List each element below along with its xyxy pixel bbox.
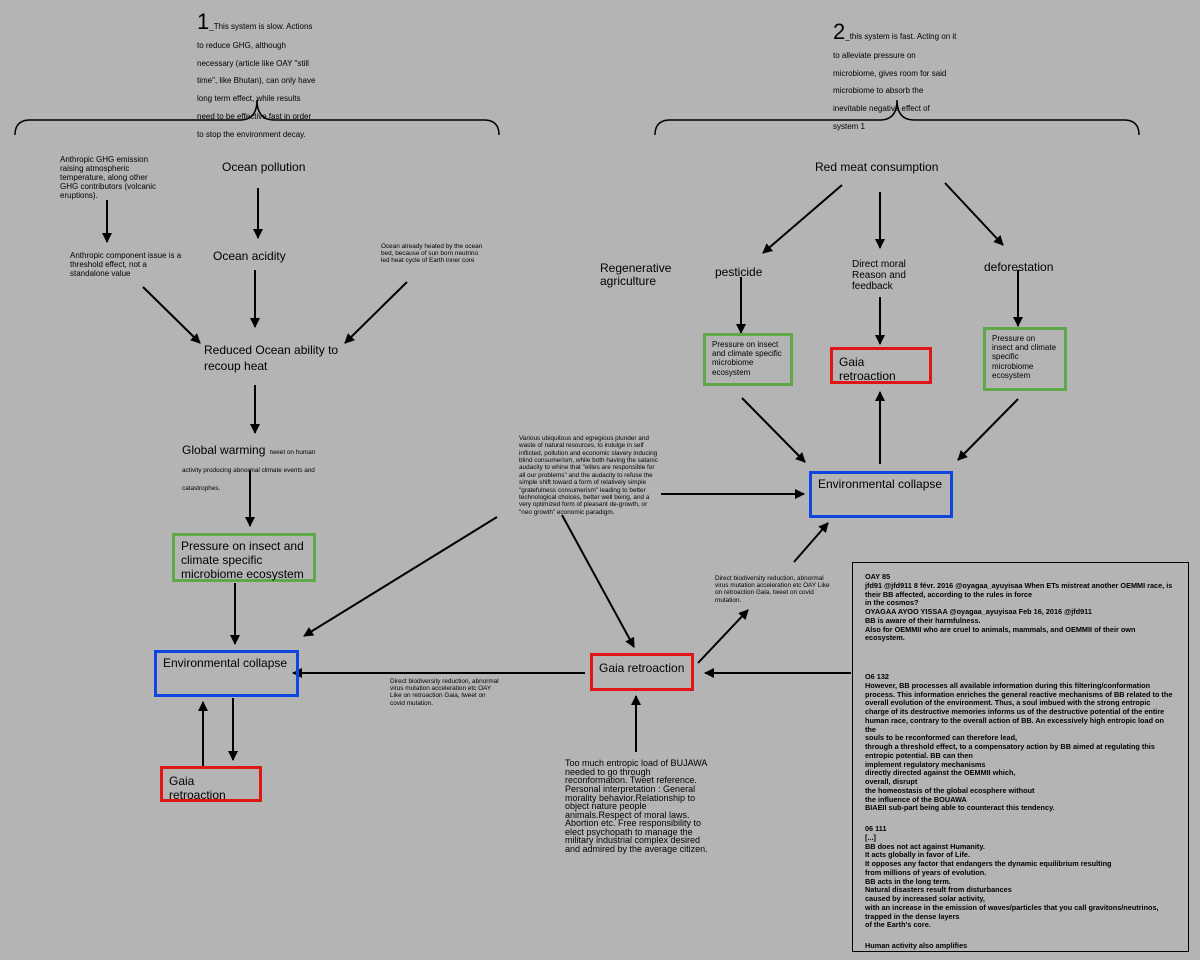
pressure-box-left: Pressure on insect and climate specific … [172, 533, 316, 582]
arrow-plunder-to-gaia [561, 514, 635, 648]
environmental-collapse-box-right: Environmental collapse [809, 471, 953, 518]
global-warming-label: Global warming [182, 443, 266, 457]
plunder-note: Various ubiquitous and egregious plunder… [519, 435, 658, 516]
system-2-text: _this system is fast. Acting on it to al… [833, 32, 957, 132]
arrow-plunder-to-left-collapse [303, 516, 498, 637]
quote-oay-85: OAY 85 jfd91 @jfd911 8 févr. 2016 @oyaga… [865, 572, 1173, 643]
arrow-meat-to-deforestation [944, 182, 1004, 246]
system-2-note: 2_this system is fast. Acting on it to a… [833, 19, 957, 134]
arrow-pressure-to-collapse-right-a [741, 397, 806, 463]
biodiversity-note-right: Direct biodiversity reduction, abnormal … [715, 575, 830, 604]
biodiversity-note-left: Direct biodiversity reduction, abnormal … [390, 678, 499, 707]
regenerative-agriculture-label: Regenerative agriculture [600, 261, 672, 289]
brace-system-2 [654, 99, 1140, 136]
brace-system-1 [14, 99, 500, 136]
arrow-heated-to-reduced [344, 281, 408, 344]
system-1-number: 1 [197, 9, 210, 34]
system-2-number: 2 [833, 19, 846, 44]
global-warming-node: Global warming tweet on human activity p… [182, 441, 317, 495]
environmental-collapse-box-left: Environmental collapse [154, 650, 299, 697]
quote-o6-132: O6 132 However, BB processes all availab… [865, 672, 1173, 813]
system-1-note: 1_This system is slow. Actions to reduce… [197, 9, 319, 142]
gaia-retroaction-box-center: Gaia retroaction [590, 653, 694, 691]
bujawa-note: Too much entropic load of BUJAWA needed … [565, 758, 707, 786]
quote-human-activity: Human activity also amplifies these phen… [865, 941, 1009, 951]
personal-interpretation-note: Personal interpretation : General morali… [565, 784, 708, 854]
gaia-retroaction-box-right: Gaia retroaction [830, 347, 932, 384]
system-1-text: _This system is slow. Actions to reduce … [197, 22, 316, 140]
quote-separator [865, 655, 1176, 673]
gaia-retroaction-box-left: Gaia retroaction [160, 766, 262, 802]
pressure-box-right-left: Pressure on insect and climate specific … [703, 333, 793, 386]
ocean-heated-label: Ocean already heated by the ocean bed, b… [381, 243, 483, 265]
red-meat-label: Red meat consumption [815, 160, 939, 174]
ocean-acidity-label: Ocean acidity [213, 249, 286, 263]
anthropic-component-label: Anthropic component issue is a threshold… [70, 251, 182, 278]
quote-06-111: 06 111 [...] BB does not act against Hum… [865, 824, 1159, 930]
arrow-meat-to-pesticide [762, 184, 843, 254]
arrow-anthropic-to-reduced [142, 286, 201, 344]
arrow-gaia-to-right-collapse-1 [697, 609, 749, 664]
arrow-pressure-to-collapse-right-b [957, 398, 1019, 461]
pressure-box-right-right: Pressure on insect and climate specific … [983, 327, 1067, 391]
direct-moral-label: Direct moral Reason and feedback [852, 259, 906, 293]
reduced-ocean-label: Reduced Ocean ability to recoup heat [204, 343, 339, 373]
ghg-emission-label: Anthropic GHG emission raising atmospher… [60, 155, 157, 200]
deforestation-label: deforestation [984, 260, 1054, 274]
global-warming-note: tweet on human activity producing abnorm… [182, 449, 316, 492]
arrow-gaia-to-right-collapse-2 [793, 522, 829, 563]
ocean-pollution-label: Ocean pollution [222, 160, 306, 174]
quote-box: OAY 85 jfd91 @jfd911 8 févr. 2016 @oyaga… [852, 562, 1189, 952]
pesticide-label: pesticide [715, 265, 763, 279]
